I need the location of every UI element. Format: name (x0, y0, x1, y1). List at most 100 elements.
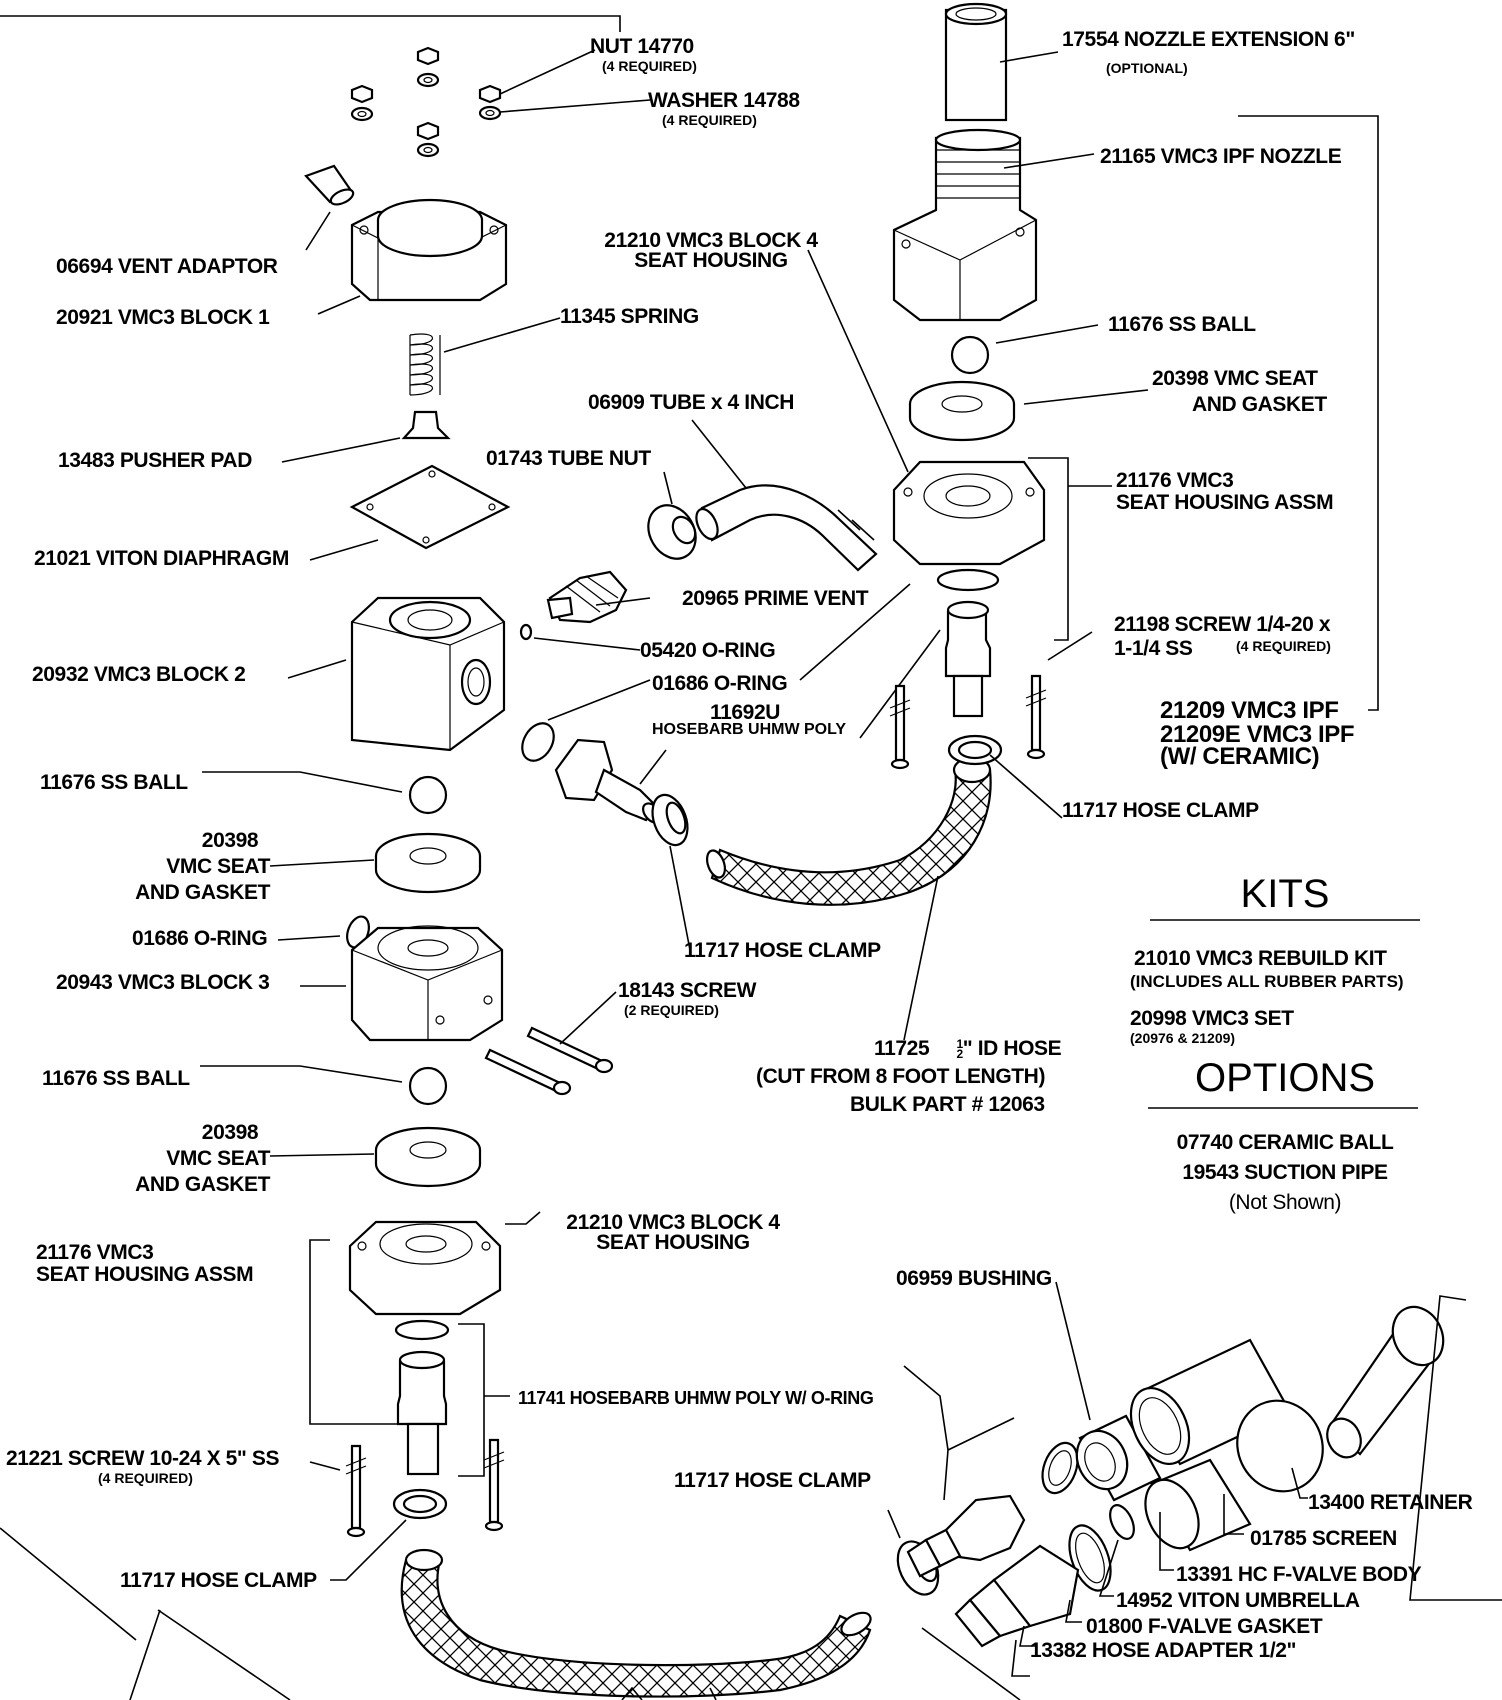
spring-part (409, 333, 441, 396)
hose-clamp-right-part (947, 734, 1003, 766)
label-seat-housing-assm-top-line1: 21176 VMC3 (1116, 469, 1234, 492)
label-screw-21221-qty: (4 REQUIRED) (98, 1470, 193, 1486)
ipf-nozzle-part (892, 128, 1038, 322)
label-seat-gasket-top-line1: 20398 VMC SEAT (1152, 367, 1318, 390)
block-1-part (350, 198, 508, 302)
label-nut-14770: NUT 14770 (590, 35, 694, 58)
label-hose-clamp-bottom: 11717 HOSE CLAMP (120, 1569, 317, 1592)
label-block-4-low-line1: 21210 VMC3 BLOCK 4 (566, 1211, 780, 1234)
options-ceramic-ball: 07740 CERAMIC BALL (1176, 1131, 1394, 1154)
label-hose-clamp-right: 11717 HOSE CLAMP (1062, 799, 1259, 822)
diaphragm-part (349, 464, 511, 550)
label-ss-ball-top: 11676 SS BALL (1108, 313, 1256, 336)
label-fvalve-body: 13391 HC F-VALVE BODY (1176, 1563, 1422, 1586)
label-washer-14788-qty: (4 REQUIRED) (662, 112, 757, 128)
label-screw-21221: 21221 SCREW 10-24 X 5" SS (6, 1447, 280, 1470)
label-nut-14770-qty: (4 REQUIRED) (602, 58, 697, 74)
tube-nut-part (647, 504, 697, 560)
label-block-4-top-line2: SEAT HOUSING (634, 249, 788, 272)
screen-part (1236, 1399, 1324, 1493)
label-nozzle-extension: 17554 NOZZLE EXTENSION 6" (1062, 28, 1355, 51)
kits-set-note: (20976 & 21209) (1130, 1030, 1236, 1046)
label-seat-gasket-low-line3: AND GASKET (135, 1173, 270, 1196)
hosebarb-11692u-part (554, 738, 662, 824)
seat-gasket-top-part (908, 380, 1016, 442)
label-oring-01686-low: 01686 O-RING (132, 927, 268, 950)
label-oring-05420: 05420 O-RING (640, 639, 776, 662)
label-ipf-line3: (W/ CERAMIC) (1160, 743, 1320, 770)
oring-01686-mid-part (521, 722, 555, 762)
label-seat-gasket-low-line1: 20398 (201, 1121, 259, 1144)
label-screw-21198-line2: 1-1/4 SS (1114, 637, 1193, 660)
block-3-part (350, 925, 504, 1042)
screws-21221-part (345, 1438, 505, 1538)
label-hose-11725-code: 11725 (874, 1037, 930, 1060)
label-hose-11725-bulk: BULK PART # 12063 (850, 1093, 1045, 1116)
hosebarb-11741-part (906, 1494, 1026, 1578)
options-not-shown: (Not Shown) (1228, 1191, 1342, 1214)
seat-housing-assm-low-part (348, 1220, 502, 1341)
label-diaphragm: 21021 VITON DIAPHRAGM (34, 547, 289, 570)
label-block-3: 20943 VMC3 BLOCK 3 (56, 971, 270, 994)
label-ipf-line1: 21209 VMC3 IPF (1160, 697, 1339, 724)
prime-vent-part (546, 570, 628, 624)
label-screw-18143: 18143 SCREW (618, 979, 756, 1002)
seat-housing-assm-top-part (892, 460, 1046, 592)
label-hosebarb-11692u-line1: 11692U (710, 701, 781, 724)
options-heading: OPTIONS (1194, 1056, 1376, 1100)
label-hose-11725-size: " ID HOSE (962, 1037, 1062, 1060)
nut-washer-group (350, 46, 502, 158)
label-screw-18143-qty: (2 REQUIRED) (624, 1002, 719, 1018)
label-hosebarb-11741: 11741 HOSEBARB UHMW POLY W/ O-RING (518, 1388, 874, 1408)
label-seat-housing-assm-top-line2: SEAT HOUSING ASSM (1116, 491, 1334, 514)
top-frame-line (0, 15, 621, 32)
label-hose-clamp-lower-right: 11717 HOSE CLAMP (674, 1469, 871, 1492)
block-2-part (350, 596, 506, 752)
label-seat-gasket-low-line2: VMC SEAT (166, 1147, 270, 1170)
label-screen: 01785 SCREEN (1250, 1527, 1397, 1550)
label-bushing: 06959 BUSHING (896, 1267, 1052, 1290)
label-hose-11725-cut: (CUT FROM 8 FOOT LENGTH) (756, 1065, 1046, 1088)
vent-adaptor-part (304, 164, 355, 206)
label-ss-ball-mid: 11676 SS BALL (40, 771, 188, 794)
label-ipf-line2: 21209E VMC3 IPF (1160, 721, 1355, 748)
bushing-part (1075, 1414, 1162, 1502)
label-block-1: 20921 VMC3 BLOCK 1 (56, 306, 270, 329)
label-vent-adaptor: 06694 VENT ADAPTOR (56, 255, 278, 278)
label-block-2: 20932 VMC3 BLOCK 2 (32, 663, 246, 686)
label-seat-gasket-mid-line3: AND GASKET (135, 881, 270, 904)
label-seat-gasket-mid-line1: 20398 (201, 829, 259, 852)
label-hose-clamp-mid: 11717 HOSE CLAMP (684, 939, 881, 962)
kits-rebuild-kit-note: (INCLUDES ALL RUBBER PARTS) (1130, 972, 1404, 991)
label-tube-06909: 06909 TUBE x 4 INCH (588, 391, 794, 414)
oring-05420-part (519, 623, 533, 641)
seat-gasket-low-part (374, 1126, 482, 1188)
ipf-bracket (1238, 115, 1379, 711)
label-fvalve-gasket: 01800 F-VALVE GASKET (1086, 1615, 1323, 1638)
label-seat-gasket-top-line2: AND GASKET (1192, 393, 1327, 416)
kits-heading: KITS (1240, 872, 1330, 916)
pusher-pad-part (401, 410, 451, 440)
hose-adapter-part (954, 1544, 1080, 1648)
label-hosebarb-11692u-line2: HOSEBARB UHMW POLY (652, 721, 847, 738)
ss-ball-top-part (950, 335, 990, 375)
label-oring-01686-mid: 01686 O-RING (652, 672, 788, 695)
hose-mid-part (710, 768, 992, 906)
screws-top-part (889, 674, 1047, 770)
hose-clamp-bottom-part (392, 1488, 448, 1520)
label-seat-housing-assm-low-line2: SEAT HOUSING ASSM (36, 1263, 254, 1286)
options-suction-pipe: 19543 SUCTION PIPE (1182, 1161, 1388, 1184)
hose-bottom-part (400, 1558, 872, 1698)
screws-18143-part (484, 1026, 614, 1096)
label-seat-housing-assm-low-line1: 21176 VMC3 (36, 1241, 154, 1264)
kits-rebuild-kit: 21010 VMC3 REBUILD KIT (1134, 947, 1387, 970)
label-tube-nut: 01743 TUBE NUT (486, 447, 651, 470)
fvalve-gasket-part (1068, 1524, 1112, 1592)
label-ipf-nozzle: 21165 VMC3 IPF NOZZLE (1100, 145, 1342, 168)
label-ss-ball-low: 11676 SS BALL (42, 1067, 190, 1090)
ss-ball-mid-part (408, 775, 448, 815)
label-washer-14788: WASHER 14788 (648, 89, 800, 112)
hosebarb-low-part (396, 1350, 448, 1476)
